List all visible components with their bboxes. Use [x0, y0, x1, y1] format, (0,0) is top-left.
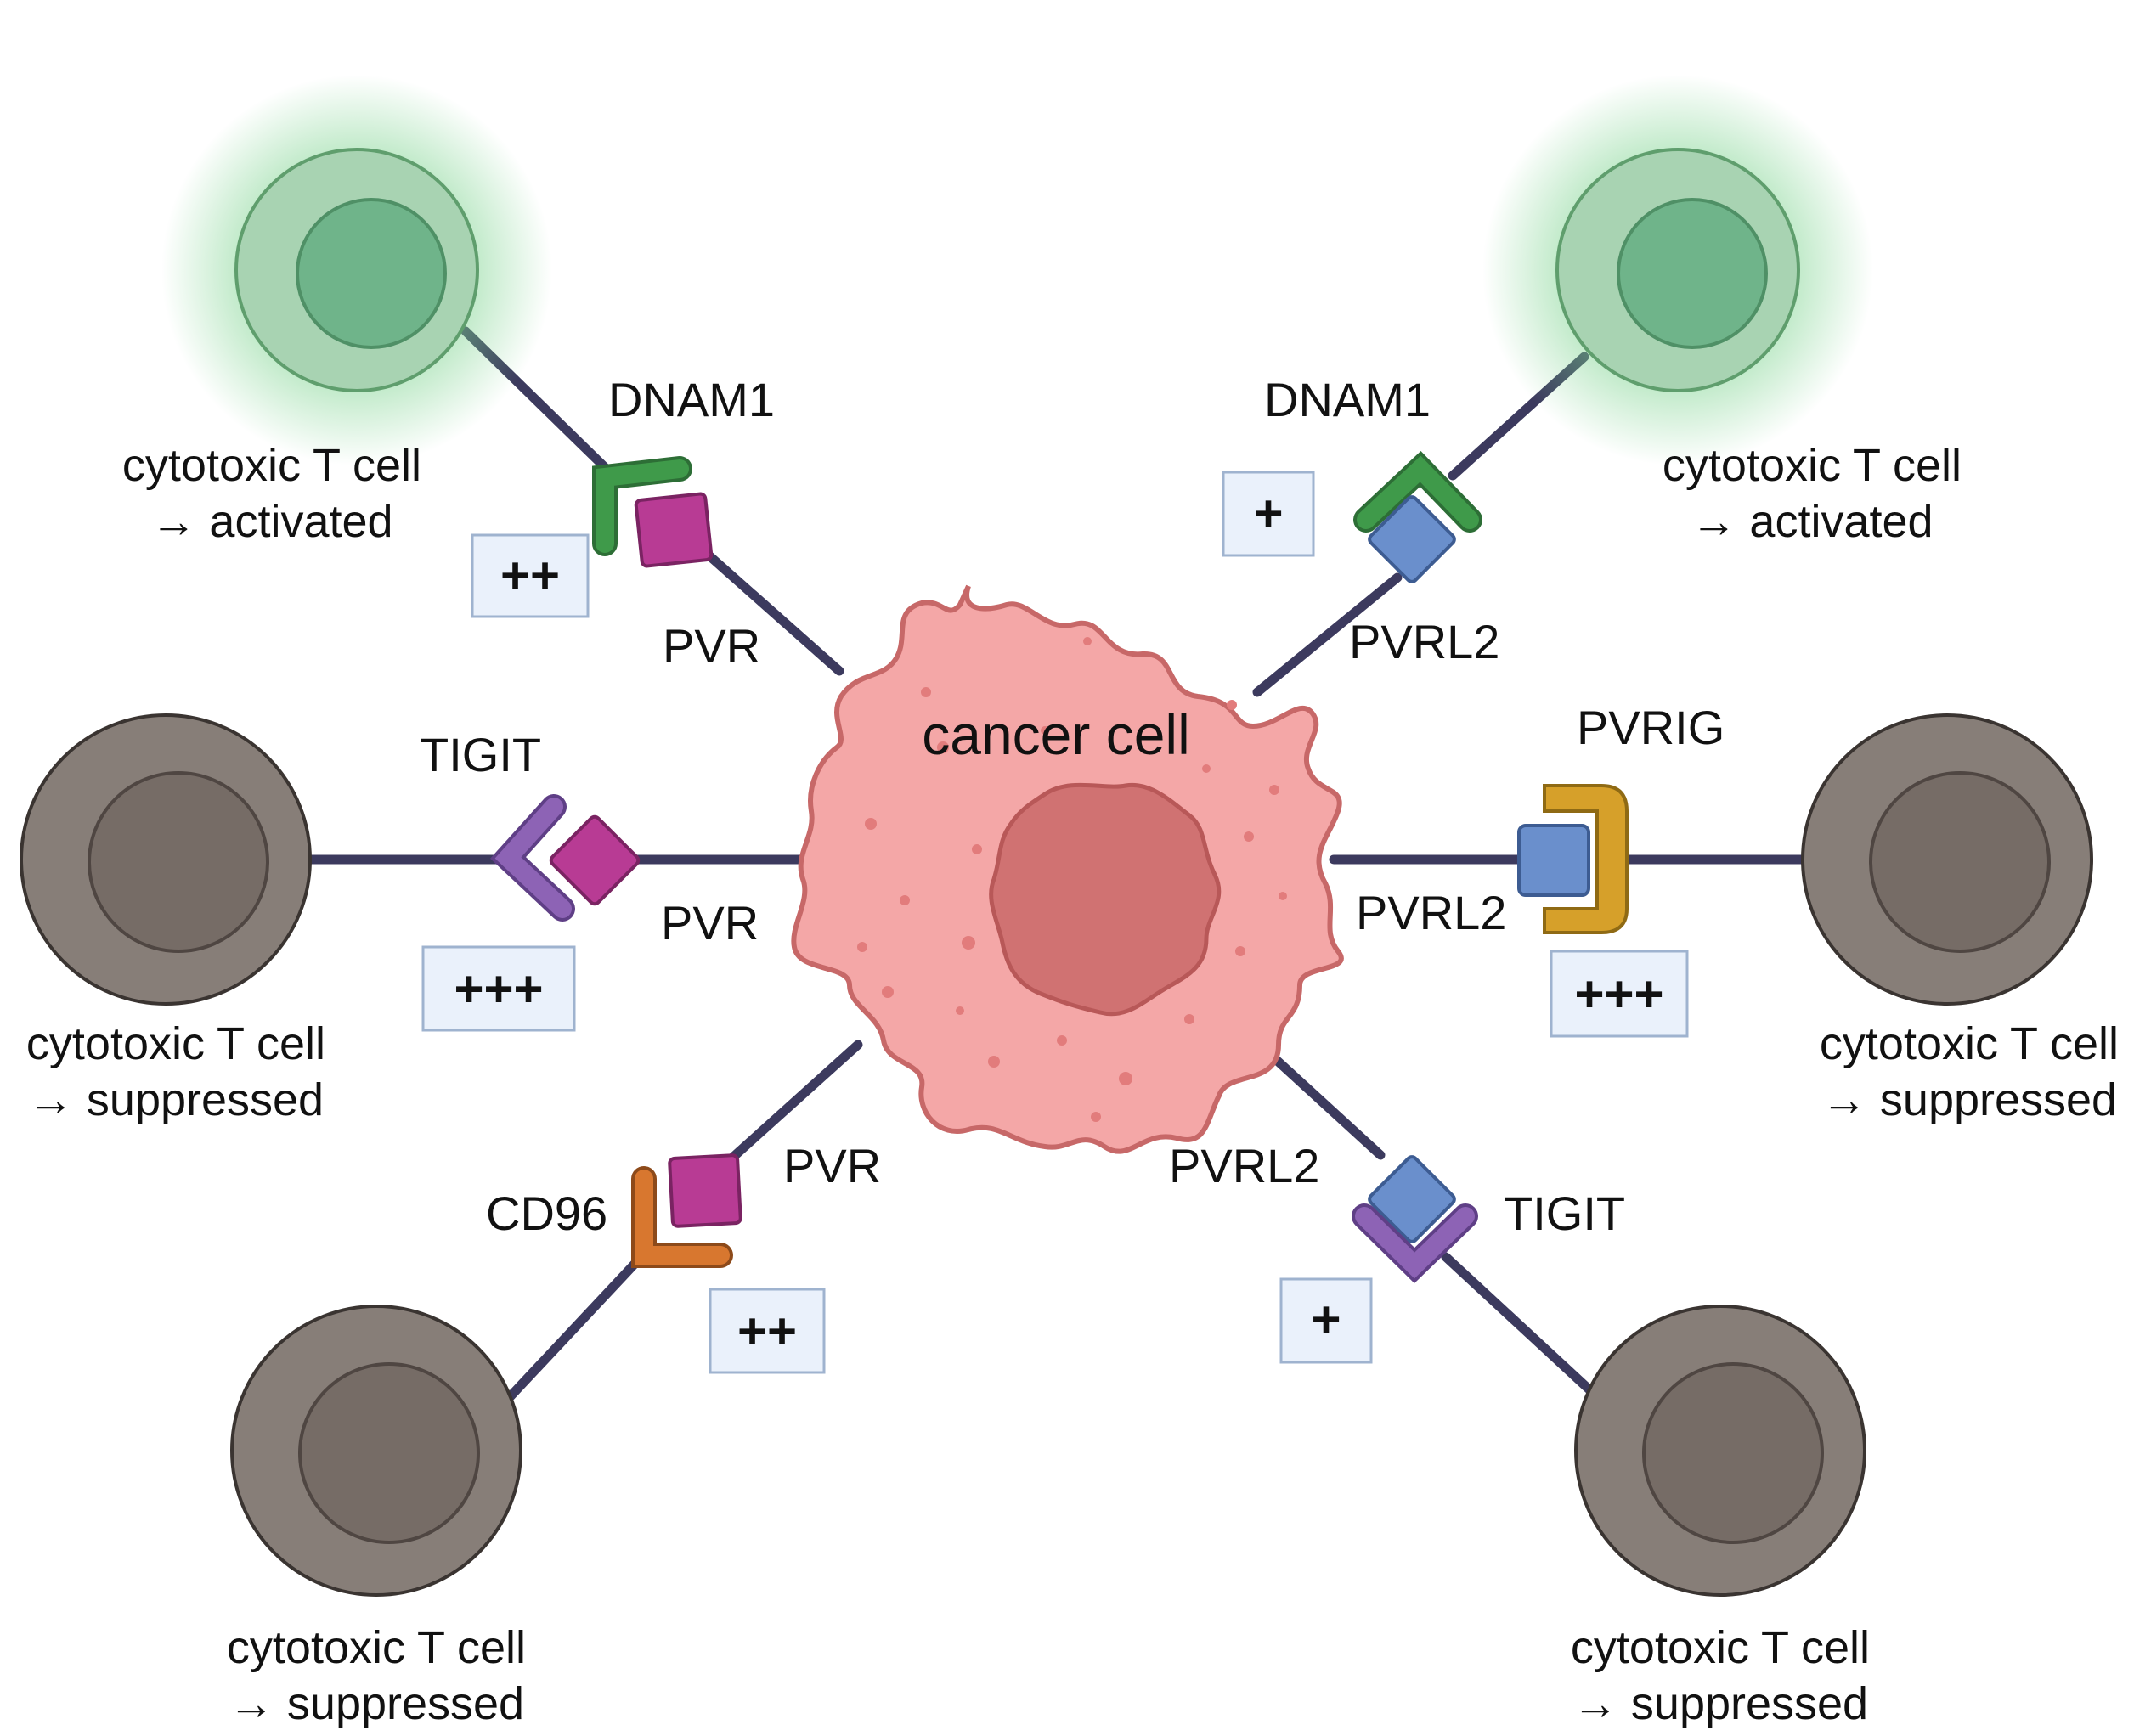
pvrl2-ligand-top-right: [1368, 495, 1456, 583]
receptor-label-bottom-right: TIGIT: [1504, 1186, 1625, 1240]
t-cell-nucleus: [1642, 1362, 1824, 1544]
stem-top-left-ligand: [700, 547, 844, 676]
strength-box-mid-left: [421, 945, 576, 1032]
cell-label-bottom-right-line2: → suppressed: [1572, 1678, 1868, 1729]
cell-label-bottom-left-line1: cytotoxic T cell: [227, 1622, 526, 1673]
cell-label-bottom-right-line1: cytotoxic T cell: [1571, 1622, 1870, 1673]
receptor-label-top-left: DNAM1: [608, 373, 775, 426]
cancer-cell-nucleus: [989, 782, 1222, 1017]
t-cell-nucleus: [1869, 771, 2051, 953]
cancer-cell-granules: [857, 637, 1287, 1122]
pvrl2-ligand-mid-right: [1517, 824, 1590, 897]
ligand-label-top-left: PVR: [663, 619, 760, 673]
cancer-cell-label: cancer cell: [922, 703, 1189, 766]
t-cell-top-left: [161, 75, 552, 465]
cell-label-bottom-left-line2: → suppressed: [229, 1678, 524, 1729]
cell-label-top-right-line2: → activated: [1691, 496, 1933, 547]
cd96-receptor-bottom-left: [631, 1166, 733, 1268]
cell-label-mid-right-line2: → suppressed: [1821, 1074, 2117, 1125]
strength-mid-right: +++: [1574, 966, 1663, 1023]
tigit-receptor-bottom-right: [1352, 1203, 1478, 1283]
strength-box-top-right: [1222, 471, 1315, 557]
cell-label-top-left-line1: cytotoxic T cell: [122, 440, 421, 491]
stem-bottom-right: [1256, 1041, 1386, 1160]
pvrig-receptor-mid-right: [1543, 784, 1629, 934]
stem-bottom-left: [505, 1256, 642, 1402]
strength-top-left: ++: [500, 547, 560, 604]
receptor-label-top-right: DNAM1: [1264, 373, 1431, 426]
stem-bottom-right-receptor: [1441, 1252, 1598, 1398]
tigit-receptor-mid-left: [490, 794, 575, 922]
pvr-ligand-bottom-left: [668, 1153, 742, 1228]
receptor-label-mid-left: TIGIT: [420, 728, 541, 781]
cell-label-mid-left-line2: → suppressed: [28, 1074, 324, 1125]
pvr-ligand-mid-left: [549, 814, 641, 906]
strength-box-bottom-left: [709, 1288, 826, 1374]
t-cell-nucleus: [88, 771, 269, 953]
t-cell-mid-right: [1801, 713, 2093, 1006]
t-cell-bottom-right: [1574, 1305, 1866, 1597]
receptor-label-mid-right: PVRIG: [1577, 701, 1725, 754]
cancer-cell: [791, 584, 1344, 1154]
ligand-label-top-right: PVRL2: [1349, 615, 1499, 668]
ligand-label-mid-right: PVRL2: [1356, 886, 1506, 939]
ligand-label-bottom-left: PVR: [783, 1139, 881, 1192]
pvr-ligand-top-left: [634, 492, 714, 568]
cell-label-top-right-line1: cytotoxic T cell: [1663, 440, 1962, 491]
strength-bottom-right: +: [1311, 1291, 1341, 1348]
t-cell-nucleus: [298, 1362, 480, 1544]
cell-label-mid-left-line1: cytotoxic T cell: [26, 1018, 325, 1069]
strength-mid-left: +++: [454, 961, 543, 1017]
t-cell-nucleus: [296, 198, 447, 349]
pvrl2-ligand-bottom-right: [1368, 1155, 1456, 1243]
t-cell-bottom-left: [230, 1305, 522, 1597]
strength-box-bottom-right: [1279, 1277, 1373, 1364]
ligand-label-bottom-right: PVRL2: [1169, 1139, 1319, 1192]
strength-boxes: [421, 471, 1689, 1374]
strength-top-right: +: [1253, 485, 1283, 542]
strength-box-mid-right: [1550, 950, 1689, 1038]
t-cell-mid-left: [20, 713, 312, 1006]
strength-box-top-left: [471, 533, 590, 618]
dnam1-receptor-top-right: [1353, 450, 1482, 533]
cell-label-mid-right-line1: cytotoxic T cell: [1820, 1018, 2119, 1069]
dnam1-receptor-top-left: [592, 456, 692, 556]
stem-top-right-ligand: [1252, 572, 1403, 697]
t-cell-top-right: [1482, 75, 1873, 465]
ligand-label-mid-left: PVR: [661, 896, 759, 950]
t-cell-nucleus: [1617, 198, 1768, 349]
stem-bottom-left-ligand: [725, 1040, 863, 1164]
cell-label-top-left-line2: → activated: [150, 496, 392, 547]
receptor-label-bottom-left: CD96: [486, 1186, 607, 1240]
strength-bottom-left: ++: [737, 1303, 797, 1360]
